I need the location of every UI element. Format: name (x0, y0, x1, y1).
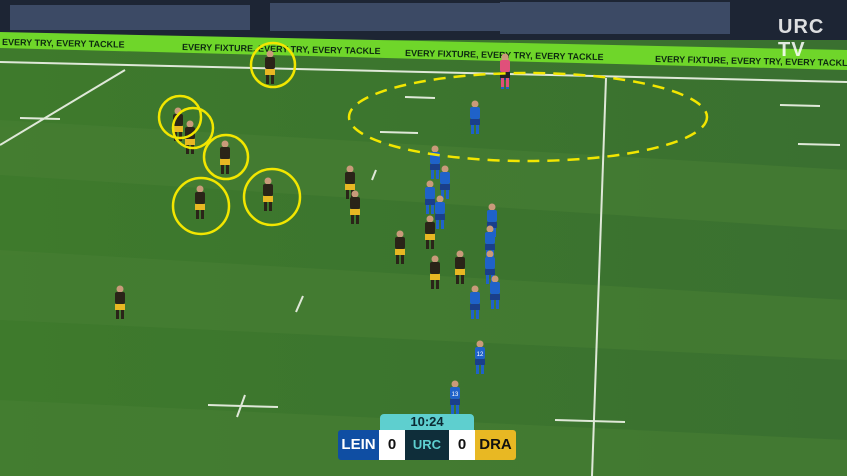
players: 12 13 (115, 50, 510, 414)
dragons-player (455, 250, 465, 284)
highlight-circles (157, 41, 709, 236)
svg-text:EVERY FIXTURE, EVERY TRY, EVER: EVERY FIXTURE, EVERY TRY, EVERY TACKLE (182, 42, 381, 56)
dragons-player (115, 285, 125, 319)
scoreboard: 10:24 LEIN 0 URC 0 DRA (338, 414, 516, 462)
leinster-player: 13 (450, 380, 460, 414)
dragons-player (265, 50, 275, 84)
crowd-texture (10, 2, 730, 34)
dragons-player (263, 177, 273, 211)
highlight-space-ellipse (347, 71, 709, 163)
shirt-number: 13 (452, 392, 459, 398)
away-team: DRA (475, 430, 516, 460)
pitch-lines (0, 61, 847, 476)
leinster-player (470, 100, 480, 134)
svg-text:EVERY FIXTURE, EVERY TRY, EVER: EVERY FIXTURE, EVERY TRY, EVERY TACKLE (655, 54, 847, 68)
highlight-circle (157, 94, 203, 140)
away-score: 0 (449, 430, 475, 460)
highlight-circle (171, 106, 215, 150)
urc-tv-logo: URC TV (778, 16, 825, 61)
dragons-player (350, 190, 360, 224)
dragons-player (185, 120, 195, 154)
highlight-circle (171, 176, 231, 236)
highlight-circle (242, 167, 302, 227)
highlight-circle (249, 41, 297, 89)
match-clock: 10:24 (380, 414, 474, 430)
leinster-player (470, 285, 480, 319)
dragons-player (195, 185, 205, 219)
advertising-board (0, 32, 847, 70)
shirt-number: 12 (477, 352, 484, 358)
leinster-player (435, 195, 445, 229)
referee (500, 53, 510, 87)
dragons-player (430, 255, 440, 289)
leinster-player (490, 275, 500, 309)
leinster-player (425, 180, 435, 214)
svg-text:EVERY TRY, EVERY TACKLE: EVERY TRY, EVERY TACKLE (2, 37, 125, 50)
league-logo: URC (405, 430, 449, 460)
home-team: LEIN (338, 430, 379, 460)
dragons-player (425, 215, 435, 249)
dragons-player (395, 230, 405, 264)
dragons-player (220, 140, 230, 174)
leinster-player (485, 250, 495, 284)
highlight-circle (202, 133, 250, 181)
leinster-player (440, 165, 450, 199)
home-score: 0 (379, 430, 405, 460)
leinster-player: 12 (475, 340, 485, 374)
